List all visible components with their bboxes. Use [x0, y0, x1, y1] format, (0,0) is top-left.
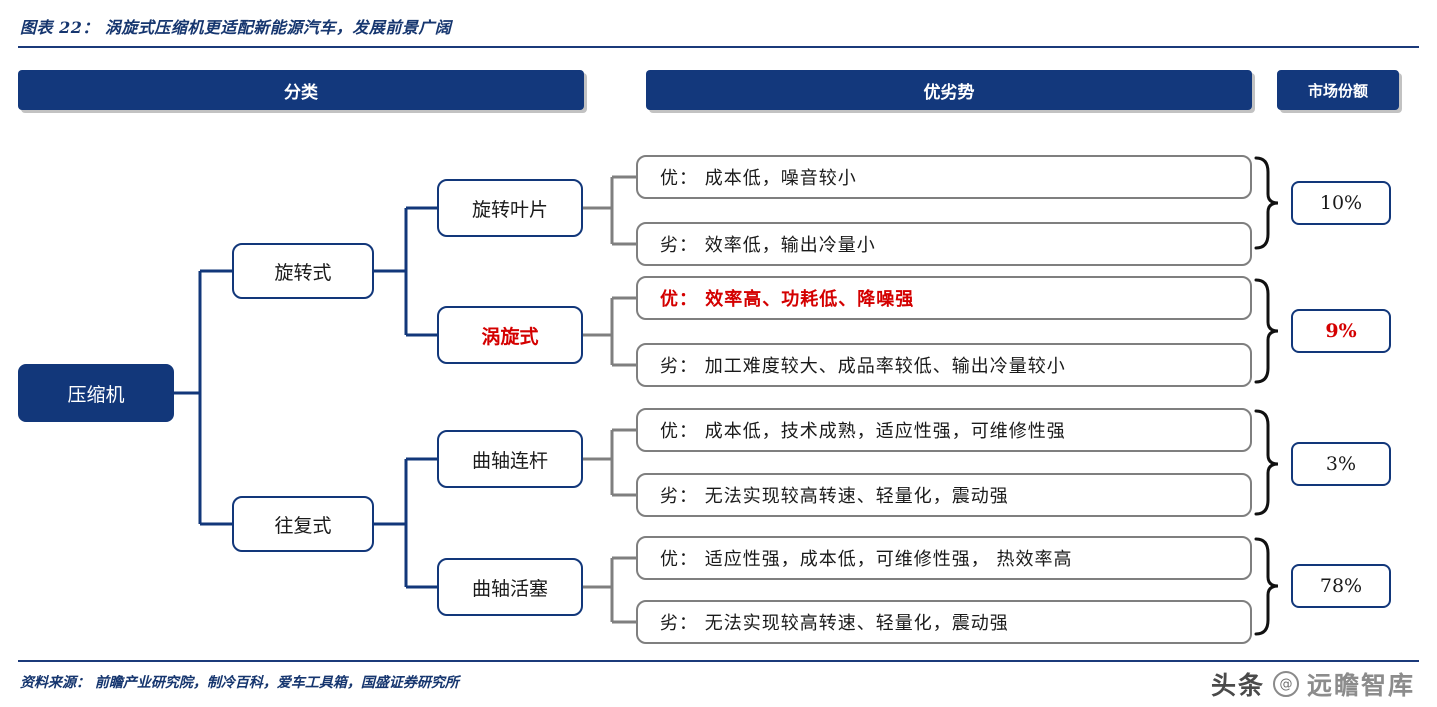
share-value: 9%	[1291, 309, 1391, 353]
desc-box: 劣： 无法实现较高转速、轻量化，震动强	[636, 473, 1252, 517]
figure-title: 图表 22： 涡旋式压缩机更适配新能源汽车，发展前景广阔	[20, 18, 452, 37]
node-reciprocating: 往复式	[232, 496, 374, 552]
at-icon: @	[1272, 671, 1299, 697]
desc-box: 优： 效率高、功耗低、降噪强	[636, 276, 1252, 320]
share-value: 10%	[1291, 181, 1391, 225]
header-market-share: 市场份额	[1277, 70, 1399, 110]
bottom-divider	[18, 660, 1419, 662]
desc-box: 劣： 效率低，输出冷量小	[636, 222, 1252, 266]
node-crank-rod: 曲轴连杆	[437, 430, 583, 488]
node-scroll: 涡旋式	[437, 306, 583, 364]
watermark-logo: 头条	[1210, 671, 1265, 700]
desc-box: 优： 适应性强，成本低，可维修性强， 热效率高	[636, 536, 1252, 580]
source-note: 资料来源： 前瞻产业研究院，制冷百科，爱车工具箱，国盛证券研究所	[20, 675, 459, 691]
watermark-name: 远瞻智库	[1306, 671, 1415, 700]
desc-box: 优： 成本低，技术成熟，适应性强，可维修性强	[636, 408, 1252, 452]
share-value: 78%	[1291, 564, 1391, 608]
share-value: 3%	[1291, 442, 1391, 486]
node-crank-piston: 曲轴活塞	[437, 558, 583, 616]
watermark: 头条 @ 远瞻智库	[1211, 666, 1415, 702]
node-rotary-vane: 旋转叶片	[437, 179, 583, 237]
top-divider	[18, 46, 1419, 48]
header-pros-cons: 优劣势	[646, 70, 1252, 110]
node-compressor-root: 压缩机	[18, 364, 174, 422]
node-rotary: 旋转式	[232, 243, 374, 299]
desc-box: 劣： 无法实现较高转速、轻量化，震动强	[636, 600, 1252, 644]
desc-box: 优： 成本低，噪音较小	[636, 155, 1252, 199]
header-classification: 分类	[18, 70, 584, 110]
desc-box: 劣： 加工难度较大、成品率较低、输出冷量较小	[636, 343, 1252, 387]
